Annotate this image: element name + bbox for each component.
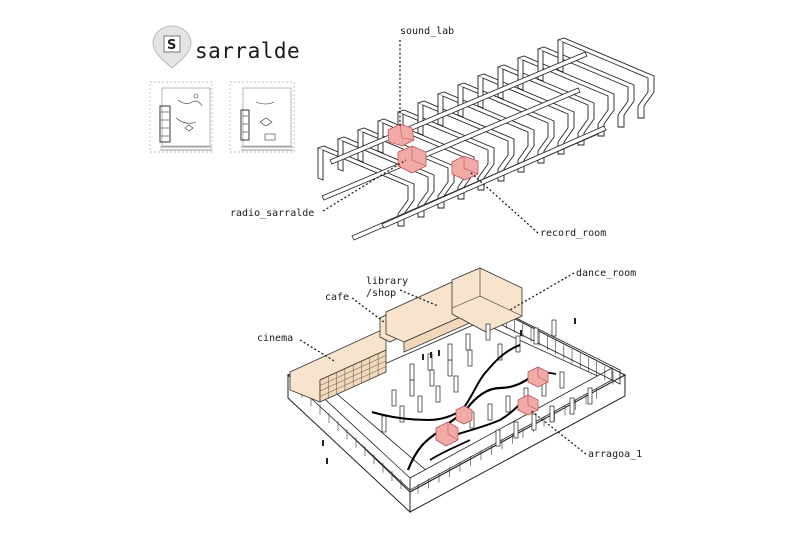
column <box>391 389 397 407</box>
roof-structure <box>316 37 655 241</box>
roof-leg <box>417 103 424 136</box>
roof-frame <box>436 91 535 173</box>
roof-tube <box>381 125 607 229</box>
column <box>399 405 405 423</box>
column <box>485 323 491 341</box>
label-cinema: cinema <box>257 333 293 344</box>
column <box>467 349 473 367</box>
leader-record-room <box>469 171 539 234</box>
logo-letter: S <box>167 38 176 53</box>
column <box>549 405 555 423</box>
column <box>515 335 521 353</box>
label-library-shop-line1: library <box>366 276 408 287</box>
label-library-shop-line2: /shop <box>366 288 396 299</box>
roof-frame <box>516 55 615 137</box>
roof-frame <box>536 46 635 128</box>
roof-leg <box>497 67 504 100</box>
leader-library-shop <box>399 289 439 307</box>
radio-sarralde-volume <box>397 145 427 174</box>
column <box>569 397 575 415</box>
column <box>435 385 441 403</box>
column <box>505 395 511 413</box>
column <box>487 403 493 421</box>
page-title: sarralde <box>195 39 300 63</box>
column <box>409 379 415 397</box>
roof-tube <box>321 87 581 201</box>
sound-lab-volume <box>387 123 415 147</box>
label-dance-room: dance_room <box>576 268 636 279</box>
dance-room-volume <box>451 267 523 333</box>
leader-arragoa <box>529 409 587 455</box>
roof-leg <box>317 148 324 181</box>
people-figures <box>322 318 576 464</box>
label-record-room: record_room <box>540 228 606 239</box>
column-grid <box>381 319 593 447</box>
column <box>495 429 501 447</box>
roof-frame <box>416 100 515 182</box>
column <box>465 333 471 351</box>
arragoa-volume-3 <box>517 394 539 416</box>
roof-leg <box>457 85 464 118</box>
roof-leg <box>377 121 384 154</box>
label-cafe: cafe <box>325 292 349 303</box>
label-sound-lab: sound_lab <box>400 26 454 37</box>
label-arragoa: arragoa_1 <box>588 449 642 460</box>
arragoa-volume-1 <box>435 421 459 447</box>
leader-radio-sarralde <box>322 159 407 212</box>
column <box>429 369 435 387</box>
column <box>497 343 503 361</box>
column <box>417 395 423 413</box>
column <box>551 319 557 337</box>
column <box>513 421 519 439</box>
roof-frame <box>476 73 575 155</box>
column <box>533 327 539 345</box>
column <box>447 343 453 361</box>
column <box>381 415 387 433</box>
roof-frame <box>396 109 495 191</box>
column <box>447 359 453 377</box>
cinema-grid-line <box>319 360 387 392</box>
leader-cinema <box>299 339 337 363</box>
roof-frame <box>456 82 555 164</box>
roof-leg <box>477 76 484 109</box>
cinema-grid-line <box>319 355 387 386</box>
roof-frame <box>496 64 595 146</box>
floor-plan-thumbnail-1 <box>149 81 213 153</box>
arragoa-volume-4 <box>527 366 549 388</box>
building-shell <box>287 299 627 514</box>
column <box>453 375 459 393</box>
roof-tube <box>329 51 588 165</box>
column <box>531 413 537 431</box>
roof-leg <box>437 94 444 127</box>
arragoa-volume-2 <box>455 405 473 425</box>
column <box>409 363 415 381</box>
cinema-volume <box>289 327 387 403</box>
cinema-grid-line <box>319 366 387 397</box>
roof-frame <box>556 37 655 119</box>
column <box>559 371 565 389</box>
logo-pin-icon: S <box>152 25 192 69</box>
leader-cafe <box>351 297 385 323</box>
floor-plan-thumbnail-2 <box>229 81 295 153</box>
label-radio-sarralde: radio_sarralde <box>230 208 314 219</box>
column <box>587 387 593 405</box>
